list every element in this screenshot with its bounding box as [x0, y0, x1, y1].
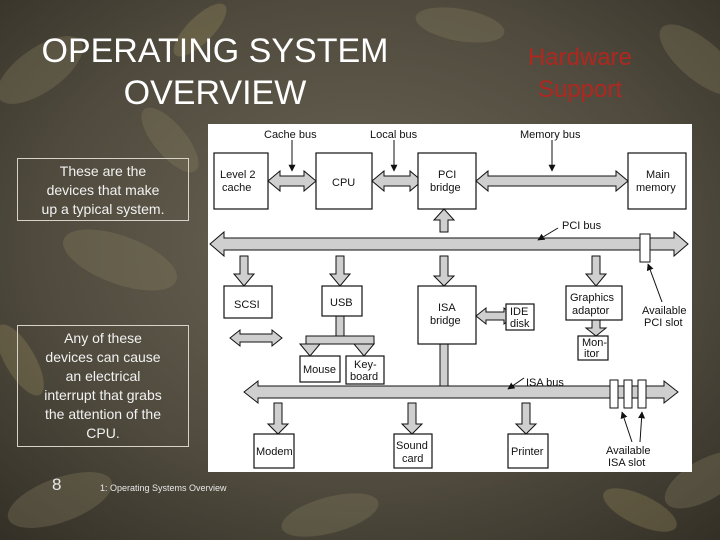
slide-subtitle-line1: Hardware: [527, 44, 633, 71]
pci-bridge-box: [417, 152, 477, 210]
usb-branch: [305, 335, 375, 345]
slide-number: 8: [52, 475, 62, 494]
pci-bus-label: PCI bus: [562, 220, 602, 232]
printer-link: [514, 402, 538, 435]
available-isa-slot-label: Available: [606, 445, 650, 457]
slide-title-line2: OVERVIEW: [123, 74, 307, 112]
keyboard-box: [345, 355, 385, 385]
callout-line: Any of these: [64, 330, 142, 346]
isa-bus-label: ISA bus: [526, 377, 564, 389]
available-pci-slot-label: PCI slot: [644, 317, 683, 329]
cpu-box: [315, 152, 373, 210]
level2-cache-label: cache: [222, 182, 251, 194]
graphics-link: [584, 255, 608, 287]
mouse-label: Mouse: [303, 364, 336, 376]
isa-bus-bar: [243, 379, 679, 405]
main-memory-box: [627, 152, 687, 210]
isa-bridge-label: bridge: [430, 315, 461, 327]
callout-line: an electrical: [65, 368, 141, 384]
sound-card-label: card: [402, 453, 423, 465]
pci-slot: [639, 233, 651, 263]
pci-bridge-label: bridge: [430, 182, 461, 194]
memory-bus-label: Memory bus: [520, 129, 581, 141]
monitor-box: [577, 335, 609, 361]
level2-cache-label: Level 2: [220, 169, 255, 181]
modem-box: [253, 433, 295, 469]
isa-bridge-label: ISA: [438, 302, 456, 314]
pci-bridge-label: PCI: [438, 169, 456, 181]
ide-disk-label: disk: [510, 318, 530, 330]
scsi-device-link: [229, 328, 283, 348]
cache-bus-label: Cache bus: [264, 129, 317, 141]
callout-line: devices that make: [46, 182, 160, 198]
sound-card-label: Sound: [396, 440, 428, 452]
mouse-link: [298, 343, 322, 357]
usb-label: USB: [330, 297, 353, 309]
level2-cache-box: [213, 152, 269, 210]
pci-bus-bar: [209, 230, 689, 258]
main-memory-label: memory: [636, 182, 676, 194]
isa-slot: [609, 379, 619, 409]
callout-line: CPU.: [86, 425, 120, 441]
scsi-label: SCSI: [234, 299, 260, 311]
graphics-adaptor-label: adaptor: [572, 305, 610, 317]
isa-bridge-link: [432, 255, 456, 287]
callout-line: devices can cause: [45, 349, 161, 365]
main-memory-label: Main: [646, 169, 670, 181]
isa-bridge-down-link: [439, 343, 449, 387]
slide-footer: 1: Operating Systems Overview: [100, 483, 227, 493]
printer-box: [507, 433, 549, 469]
usb-link: [328, 255, 352, 287]
mouse-box: [299, 355, 341, 383]
callout-line: These are the: [59, 163, 147, 179]
local-bus-label: Local bus: [370, 129, 418, 141]
callout-line: the attention of the: [45, 406, 161, 422]
callout-interrupt: Any of these devices can cause an electr…: [17, 325, 189, 447]
slide-subtitle: Hardware Support: [500, 42, 660, 106]
scsi-box: [223, 285, 273, 319]
available-isa-slot-label: ISA slot: [608, 457, 645, 469]
slide-subtitle-line2: Support: [537, 76, 623, 103]
keyboard-label: Key-: [354, 359, 377, 371]
monitor-label: Mon-: [582, 337, 607, 349]
graphics-adaptor-label: Graphics: [570, 292, 615, 304]
hardware-diagram: Cache bus Local bus Memory bus PCI bus I…: [208, 124, 692, 472]
printer-label: Printer: [511, 446, 544, 458]
sound-card-box: [393, 433, 433, 469]
slide-title-line1: OPERATING SYSTEM: [41, 32, 389, 70]
callout-typical-system: These are the devices that make up a typ…: [17, 158, 189, 221]
cpu-label: CPU: [332, 177, 355, 189]
usb-bus-stem: [335, 315, 345, 337]
keyboard-label: board: [350, 371, 378, 383]
keyboard-link: [352, 343, 376, 357]
monitor-label: itor: [584, 348, 600, 360]
isa-bridge-box: [417, 285, 477, 345]
modem-label: Modem: [256, 446, 293, 458]
isa-slot: [637, 379, 647, 409]
monitor-link: [584, 319, 608, 337]
ide-disk-label: IDE: [510, 306, 528, 318]
callout-line: interrupt that grabs: [44, 387, 162, 403]
usb-box: [321, 285, 363, 317]
callout-line: up a typical system.: [41, 201, 165, 217]
graphics-adaptor-box: [565, 285, 623, 321]
scsi-link: [232, 255, 256, 287]
isa-slot: [623, 379, 633, 409]
pci-bridge-link: [432, 208, 456, 233]
sound-link: [400, 402, 424, 435]
slide-title: OPERATING SYSTEM OVERVIEW: [10, 30, 420, 114]
modem-link: [266, 402, 290, 435]
available-pci-slot-label: Available: [642, 305, 686, 317]
ide-disk-box: [505, 303, 535, 331]
